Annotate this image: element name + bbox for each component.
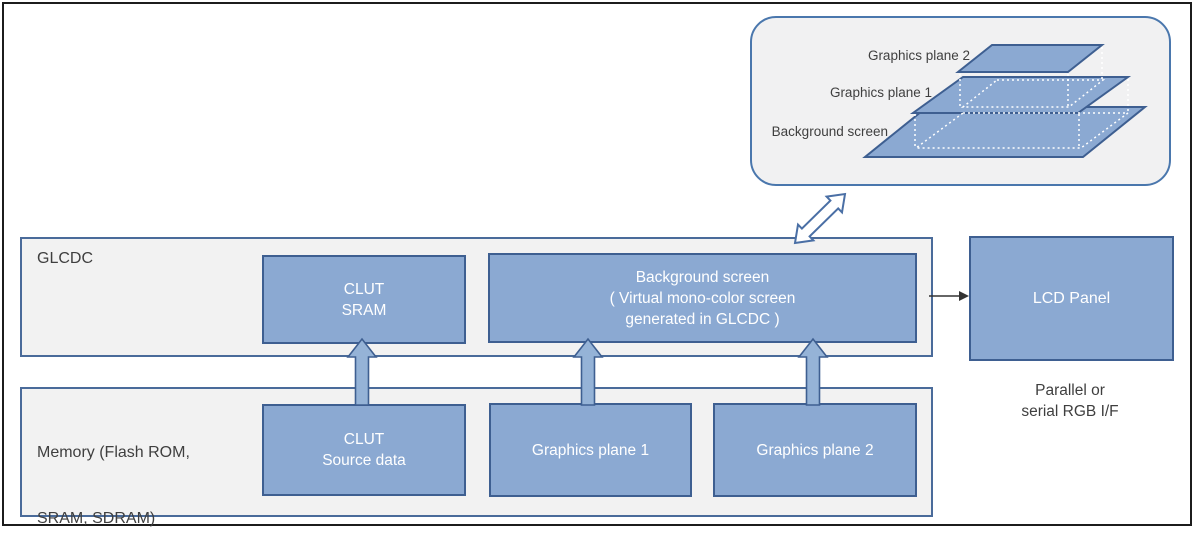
clut-sram-box: CLUT SRAM — [262, 255, 466, 344]
rgb-interface-line2: serial RGB I/F — [1021, 403, 1119, 420]
clut-sram-line1: CLUT — [343, 280, 385, 298]
diagram-outer-frame — [2, 2, 1192, 526]
plane-stack-label-graphics-plane-1: Graphics plane 1 — [829, 85, 932, 100]
background-screen-line1: Background screen — [635, 268, 770, 286]
graphics-plane-2-label: Graphics plane 2 — [756, 441, 874, 459]
plane-stack-label-graphics-plane-2: Graphics plane 2 — [867, 48, 970, 63]
background-screen-line2: ( Virtual mono-color screen — [609, 289, 796, 307]
memory-title-line1: Memory (Flash ROM, — [37, 444, 190, 461]
memory-title: Memory (Flash ROM, SRAM, SDRAM) — [37, 398, 190, 533]
background-screen-line3: generated in GLCDC ) — [625, 310, 780, 328]
clut-source-data-box: CLUT Source data — [262, 404, 466, 496]
rgb-interface-line1: Parallel or — [1035, 382, 1105, 399]
background-screen-box: Background screen ( Virtual mono-color s… — [488, 253, 917, 343]
clut-source-line1: CLUT — [343, 431, 385, 448]
lcd-panel-label: LCD Panel — [1032, 290, 1111, 307]
plane-stack-panel — [750, 16, 1171, 186]
clut-sram-line2: SRAM — [341, 301, 387, 319]
memory-title-line2: SRAM, SDRAM) — [37, 510, 156, 527]
glcdc-title: GLCDC — [37, 250, 94, 267]
plane-stack-label-background-screen: Background screen — [771, 124, 888, 139]
rgb-interface-label: Parallel or serial RGB I/F — [969, 380, 1171, 422]
graphics-plane-1-label: Graphics plane 1 — [531, 441, 650, 459]
graphics-plane-2-box: Graphics plane 2 — [713, 403, 917, 497]
graphics-plane-1-box: Graphics plane 1 — [489, 403, 692, 497]
clut-source-line2: Source data — [322, 452, 406, 469]
lcd-panel-box: LCD Panel — [969, 236, 1174, 361]
